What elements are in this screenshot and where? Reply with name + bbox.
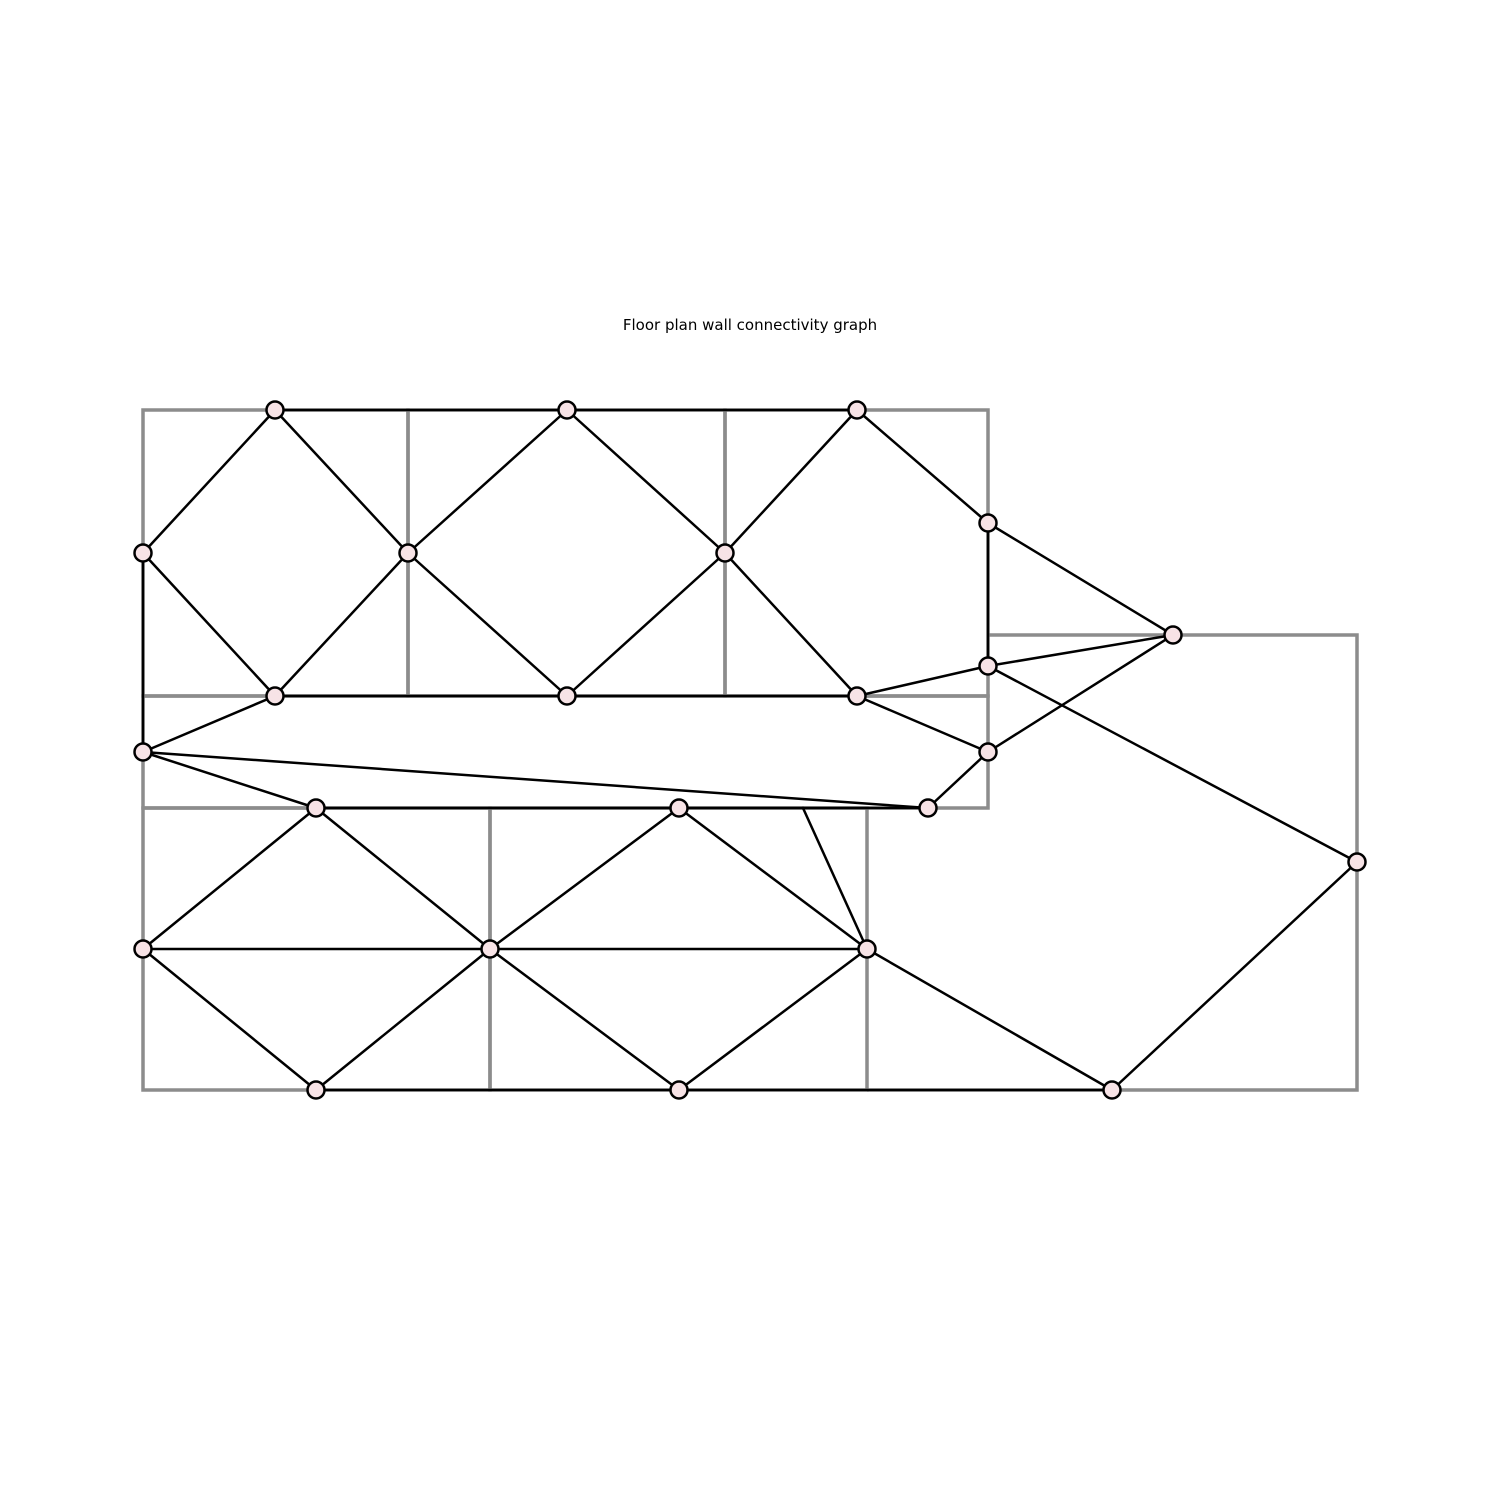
graph-edge — [141, 806, 318, 951]
graph-edge — [855, 664, 990, 698]
graph-edges — [141, 408, 1359, 1092]
graph-node — [133, 742, 153, 762]
graph-node — [978, 656, 998, 676]
graph-edge — [801, 806, 869, 951]
wall-outlines — [141, 408, 1359, 1092]
graph-edge — [273, 551, 410, 698]
graph-node — [1347, 852, 1367, 872]
graph-edge — [406, 551, 569, 698]
graph-edge — [141, 551, 277, 698]
graph-node — [669, 1080, 689, 1100]
graph-nodes — [133, 400, 1367, 1100]
graph-edge — [723, 408, 859, 555]
graph-node — [133, 543, 153, 563]
graph-node — [857, 939, 877, 959]
graph-node — [847, 686, 867, 706]
graph-node — [480, 939, 500, 959]
graph-edge — [865, 947, 1114, 1092]
graph-node — [715, 543, 735, 563]
graph-edge — [141, 694, 277, 754]
graph-edge — [141, 408, 277, 555]
graph-node — [669, 798, 689, 818]
wall-room-east — [867, 633, 1359, 1092]
graph-node — [133, 939, 153, 959]
graph-edge — [986, 521, 1175, 637]
graph-node — [398, 543, 418, 563]
graph-edge — [273, 408, 410, 555]
figure-title: Floor plan wall connectivity graph — [623, 316, 877, 334]
graph-node — [557, 400, 577, 420]
graph-node — [1163, 625, 1183, 645]
graph-edge — [141, 750, 318, 810]
graph-node — [265, 400, 285, 420]
graph-edge — [677, 806, 869, 951]
graph-node — [306, 1080, 326, 1100]
graph-node — [978, 742, 998, 762]
graph-edge — [855, 408, 990, 525]
graph-edge — [141, 750, 930, 810]
graph-edge — [986, 664, 1359, 864]
graph-node — [918, 798, 938, 818]
graph-node — [557, 686, 577, 706]
graph-edge — [677, 947, 869, 1092]
wall-room-top-middle — [406, 408, 727, 698]
graph-node — [306, 798, 326, 818]
graph-edge — [986, 633, 1175, 668]
graph-edge — [565, 408, 727, 555]
graph-edge — [986, 633, 1175, 754]
graph-node — [265, 686, 285, 706]
wall-room-top-left — [141, 408, 410, 698]
graph-edge — [488, 947, 681, 1092]
wall-room-top-right — [723, 408, 990, 698]
graph-node — [978, 513, 998, 533]
graph-edge — [926, 750, 990, 810]
graph-edge — [314, 947, 492, 1092]
graph-edge — [406, 408, 569, 555]
graph-node — [847, 400, 867, 420]
graph-edge — [141, 947, 318, 1092]
graph-edge — [855, 694, 990, 754]
graph-edge — [565, 551, 727, 698]
graph-node — [1102, 1080, 1122, 1100]
graph-edge — [1110, 860, 1359, 1092]
graph-edge — [723, 551, 859, 698]
graph-edge — [488, 806, 681, 951]
wall-corridor — [141, 694, 990, 810]
graph-edge — [314, 806, 492, 951]
